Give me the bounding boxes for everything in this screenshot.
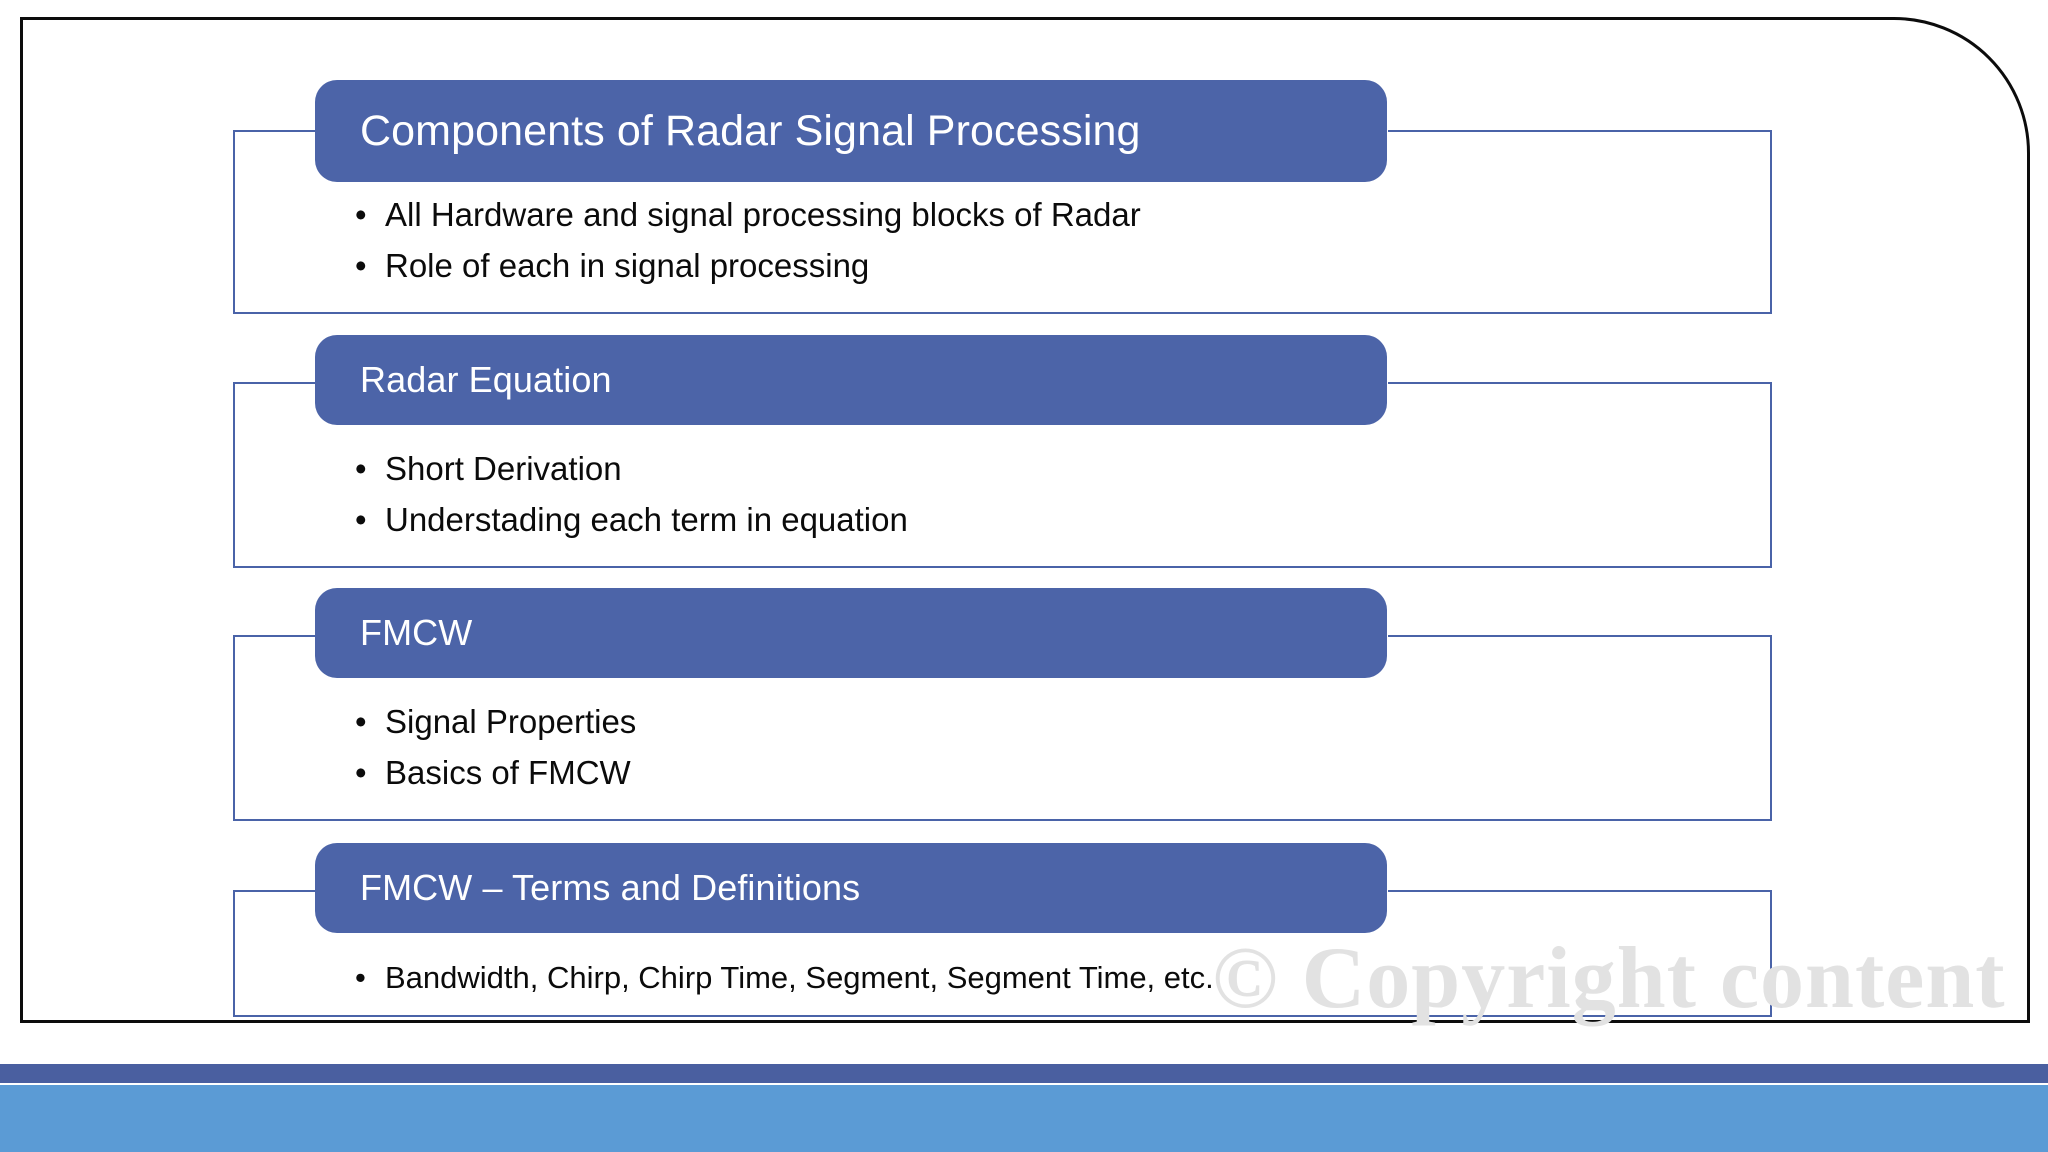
section-4-bullets: Bandwidth, Chirp, Chirp Time, Segment, S…	[355, 962, 1214, 1011]
section-2-bullets: Short Derivation Understading each term …	[355, 452, 908, 554]
bottom-accent-bar-dark	[0, 1064, 2048, 1083]
section-2-header[interactable]: Radar Equation	[315, 335, 1387, 425]
section-1-header[interactable]: Components of Radar Signal Processing	[315, 80, 1387, 182]
section-3-header[interactable]: FMCW	[315, 588, 1387, 678]
list-item: Bandwidth, Chirp, Chirp Time, Segment, S…	[355, 962, 1214, 993]
list-item: Short Derivation	[355, 452, 908, 485]
list-item: Understading each term in equation	[355, 503, 908, 536]
section-1-bullets: All Hardware and signal processing block…	[355, 198, 1141, 300]
section-1-title: Components of Radar Signal Processing	[360, 106, 1141, 155]
section-2-title: Radar Equation	[360, 359, 612, 400]
list-item: Role of each in signal processing	[355, 249, 1141, 282]
list-item: Basics of FMCW	[355, 756, 636, 789]
section-4-title: FMCW – Terms and Definitions	[360, 867, 861, 908]
section-3-title: FMCW	[360, 612, 473, 653]
section-4-header[interactable]: FMCW – Terms and Definitions	[315, 843, 1387, 933]
list-item: Signal Properties	[355, 705, 636, 738]
section-3-bullets: Signal Properties Basics of FMCW	[355, 705, 636, 807]
list-item: All Hardware and signal processing block…	[355, 198, 1141, 231]
bottom-accent-bar-light	[0, 1085, 2048, 1152]
